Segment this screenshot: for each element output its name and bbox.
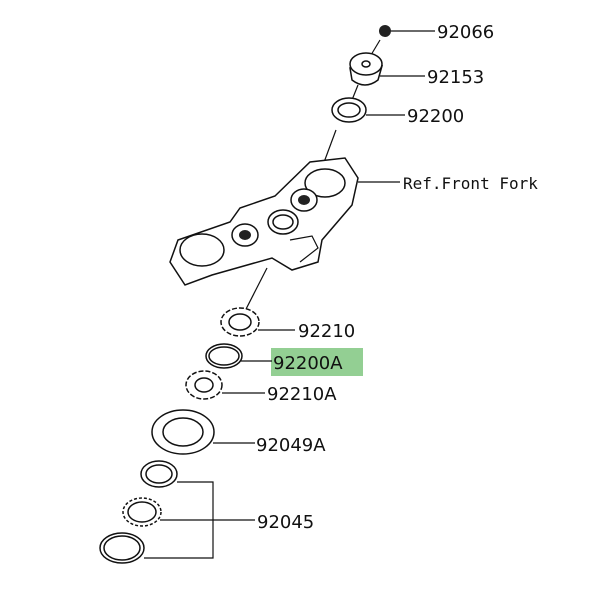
part-92210[interactable]: 92210 <box>220 307 355 342</box>
label-92066: 92066 <box>437 22 494 43</box>
part-92153[interactable]: 92153 <box>349 52 484 88</box>
label-92153: 92153 <box>427 67 484 88</box>
part-92049A[interactable]: 92049A <box>151 409 326 456</box>
part-92066[interactable]: 92066 <box>379 22 494 43</box>
part-92045[interactable]: 92045 <box>99 460 314 564</box>
part-92200A[interactable]: 92200A <box>205 343 343 374</box>
label-92045: 92045 <box>257 512 314 533</box>
label-ref-front-fork: Ref.Front Fork <box>403 174 538 193</box>
label-92210: 92210 <box>298 321 355 342</box>
highlight-box <box>271 348 363 376</box>
label-92210A: 92210A <box>267 384 337 405</box>
part-92200[interactable]: 92200 <box>331 97 464 127</box>
steering-stem-bracket[interactable]: Ref.Front Fork <box>169 157 538 286</box>
label-92200: 92200 <box>407 106 464 127</box>
label-92200A: 92200A <box>273 353 343 374</box>
label-92049A: 92049A <box>256 435 326 456</box>
part-92210A[interactable]: 92210A <box>185 370 337 405</box>
